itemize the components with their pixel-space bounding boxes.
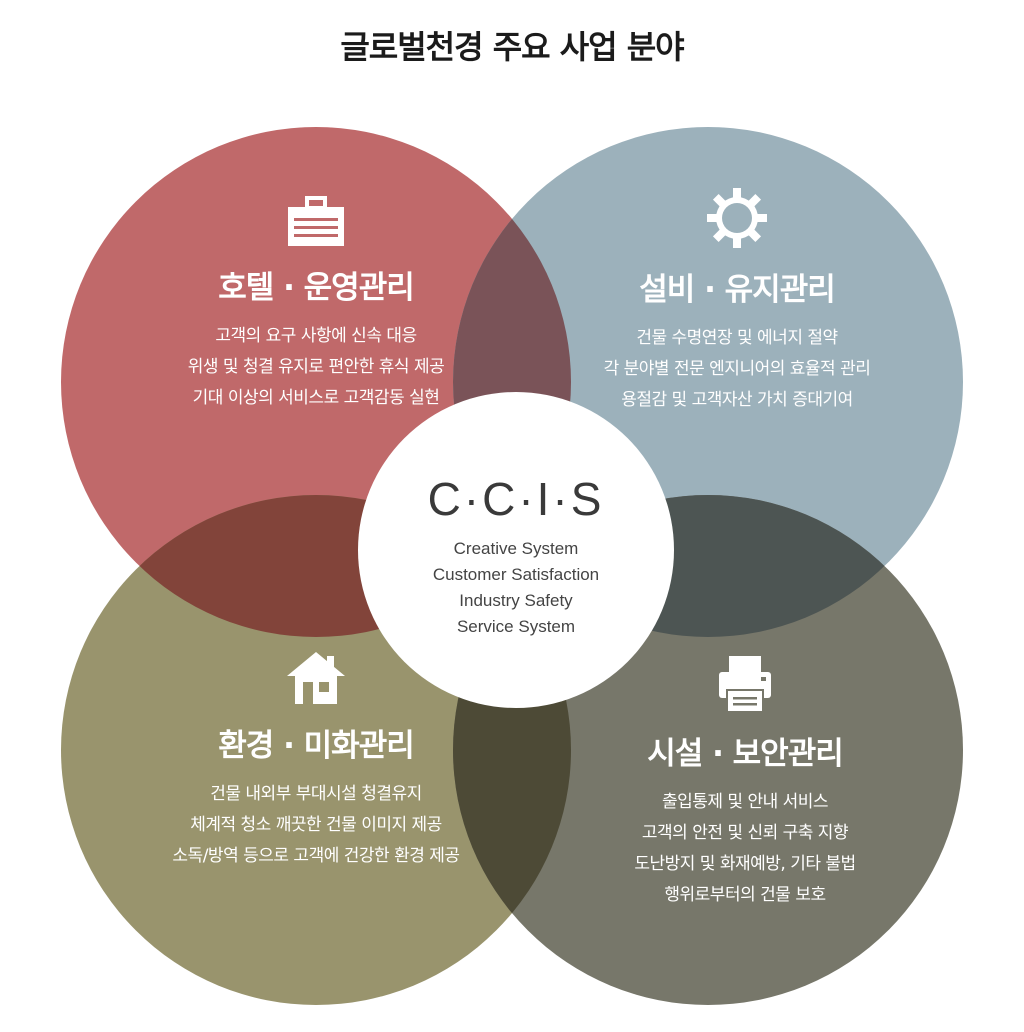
section-line: 고객의 요구 사항에 신속 대응 [215,326,417,346]
center-block: C·C·I·S Creative System Customer Satisfa… [358,400,674,700]
printer-icon [719,656,771,713]
center-circle [358,392,674,708]
center-line: Service System [456,617,576,636]
section-line: 기대 이상의 서비스로 고객감동 실현 [192,388,440,408]
section-line: 도난방지 및 화재예방, 기타 불법 [634,854,856,874]
section-lines: 건물 내외부 부대시설 청결유지 체계적 청소 깨끗한 건물 이미지 제공 소독… [116,779,516,872]
section-lines: 건물 수명연장 및 에너지 절약 각 분야별 전문 엔지니어의 효율적 관리 용… [537,323,937,416]
section-heading: 환경 · 미화관리 [218,728,414,764]
section-security: 시설 · 보안관리 출입통제 및 안내 서비스 고객의 안전 및 신뢰 구축 지… [545,654,945,911]
section-heading: 설비 · 유지관리 [639,272,835,308]
section-line: 체계적 청소 깨끗한 건물 이미지 제공 [190,815,442,835]
section-heading: 호텔 · 운영관리 [218,270,414,306]
section-line: 용절감 및 고객자산 가치 증대기여 [621,390,853,410]
house-icon [287,652,345,704]
section-heading: 시설 · 보안관리 [647,736,843,772]
section-line: 출입통제 및 안내 서비스 [661,792,829,812]
section-lines: 고객의 요구 사항에 신속 대응 위생 및 청결 유지로 편안한 휴식 제공 기… [116,321,516,414]
briefcase-icon [288,196,344,246]
section-line: 고객의 안전 및 신뢰 구축 지향 [641,823,849,843]
section-lines: 출입통제 및 안내 서비스 고객의 안전 및 신뢰 구축 지향 도난방지 및 화… [545,787,945,911]
center-line: Industry Safety [459,591,573,610]
center-line: Customer Satisfaction [432,565,600,584]
section-line: 위생 및 청결 유지로 편안한 휴식 제공 [187,357,445,377]
section-line: 행위로부터의 건물 보호 [664,885,826,905]
section-line: 건물 내외부 부대시설 청결유지 [210,784,422,804]
section-environment: 환경 · 미화관리 건물 내외부 부대시설 청결유지 체계적 청소 깨끗한 건물… [116,650,516,872]
center-lines: Creative System Customer Satisfaction In… [358,536,674,640]
page-title: 글로벌천경 주요 사업 분야 [340,28,684,66]
section-line: 건물 수명연장 및 에너지 절약 [636,328,838,348]
section-facility: 설비 · 유지관리 건물 수명연장 및 에너지 절약 각 분야별 전문 엔지니어… [537,186,937,416]
section-line: 각 분야별 전문 엔지니어의 효율적 관리 [603,359,871,379]
ccis-logo: C·C·I·S [427,473,605,525]
gear-icon [707,188,767,248]
center-line: Creative System [453,539,579,558]
section-line: 소독/방역 등으로 고객에 건강한 환경 제공 [172,846,460,866]
section-hotel: 호텔 · 운영관리 고객의 요구 사항에 신속 대응 위생 및 청결 유지로 편… [116,196,516,414]
